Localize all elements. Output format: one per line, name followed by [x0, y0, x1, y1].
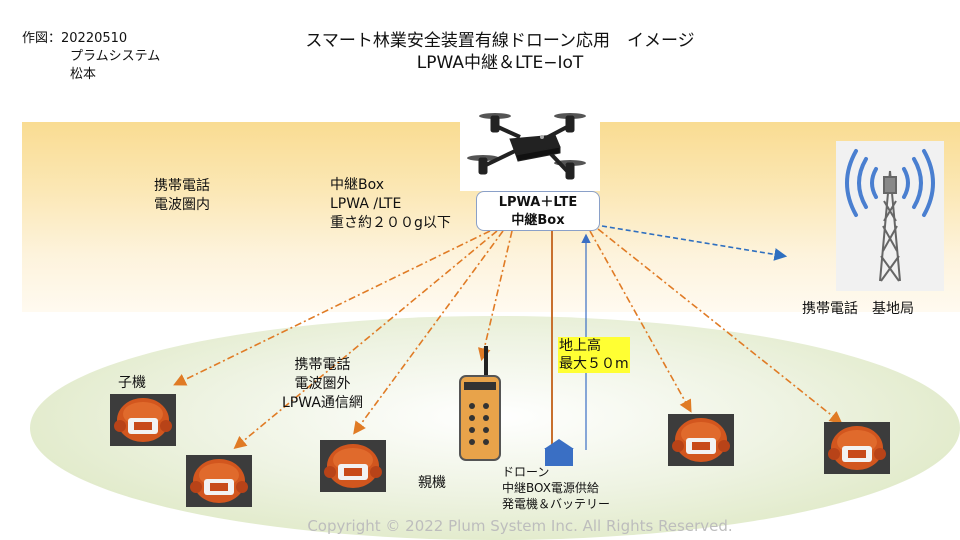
power-supply-label: ドローン 中継BOX電源供給 発電機＆バッテリー: [502, 464, 610, 512]
relay-spec-line-2: LPWA /LTE: [330, 196, 402, 212]
title-line-2: LPWA中継＆LTE−IoT: [416, 53, 584, 73]
copyright-footer: Copyright © 2022 Plum System Inc. All Ri…: [307, 517, 733, 535]
helmet-device-icon-5: [824, 422, 890, 474]
helmet-device-icon-4: [668, 414, 734, 466]
in-coverage-label: 携帯電話 電波圏内: [154, 177, 210, 215]
relay-box-line-1: LPWA＋LTE: [498, 195, 578, 210]
height-label: 地上高 最大５０m: [558, 337, 630, 373]
power-supply-line-2: 中継BOX電源供給: [502, 481, 599, 495]
lpwa-link-child-5: [597, 228, 843, 424]
relay-box: LPWA＋LTE 中継Box: [476, 191, 600, 231]
helmet-device-icon-1: [110, 394, 176, 446]
title-line-1: スマート林業安全装置有線ドローン応用 イメージ: [305, 31, 695, 51]
in-coverage-line-1: 携帯電話: [154, 178, 210, 194]
relay-spec-label: 中継Box LPWA /LTE 重さ約２００g以下: [330, 176, 451, 233]
power-supply-line-1: ドローン: [502, 465, 550, 479]
out-coverage-label: 携帯電話 電波圏外 LPWA通信網: [282, 356, 363, 413]
generator-cap: [544, 439, 574, 449]
author-date: 作図：20220510: [22, 31, 128, 46]
parent-unit-label: 親機: [418, 475, 446, 491]
cell-tower-image: [836, 141, 944, 291]
lpwa-link-parent: [477, 230, 513, 362]
lpwa-link-child-3: [353, 230, 504, 435]
lpwa-link-child-2: [233, 230, 498, 450]
out-coverage-line-1: 携帯電話: [294, 357, 351, 373]
height-line-2: 最大５０m: [559, 356, 629, 372]
height-line-1: 地上高: [559, 338, 601, 354]
handheld-controller-icon: [459, 346, 501, 461]
relay-box-line-2: 中継Box: [511, 213, 565, 228]
power-supply-line-3: 発電機＆バッテリー: [502, 497, 611, 511]
in-coverage-line-2: 電波圏内: [154, 197, 210, 213]
relay-spec-line-1: 中継Box: [330, 177, 385, 193]
drone-icon: [467, 113, 586, 180]
generator-icon: [545, 448, 573, 466]
child-unit-label: 子機: [118, 375, 146, 391]
lte-link-base-station: [601, 225, 788, 261]
lpwa-link-child-1: [173, 230, 491, 386]
helmet-device-icon-3: [320, 440, 386, 492]
relay-spec-line-3: 重さ約２００g以下: [330, 215, 451, 231]
out-coverage-line-3: LPWA通信網: [282, 395, 363, 411]
author-name: 松本: [70, 67, 97, 82]
author-company: プラムシステム: [70, 49, 161, 64]
diagram-title: スマート林業安全装置有線ドローン応用 イメージ LPWA中継＆LTE−IoT: [220, 30, 780, 74]
lpwa-link-child-4: [589, 230, 692, 413]
drone-image: [460, 103, 600, 191]
helmet-device-icon-2: [186, 455, 252, 507]
cell-tower-icon: [845, 149, 935, 282]
base-station-label: 携帯電話 基地局: [802, 301, 914, 317]
out-coverage-line-2: 電波圏外: [294, 376, 351, 392]
author-info: 作図：20220510 プラムシステム 松本: [22, 30, 160, 84]
